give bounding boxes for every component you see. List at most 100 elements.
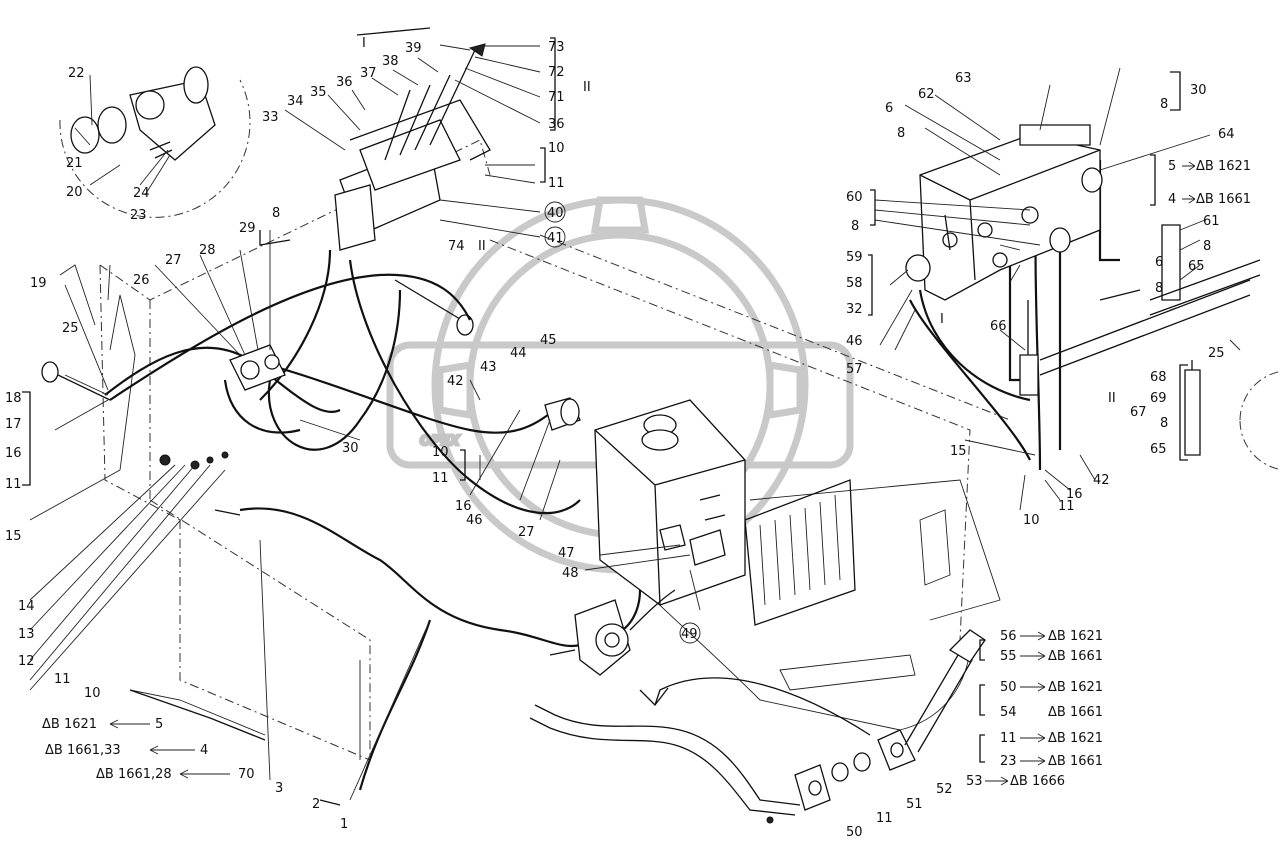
leader-lines [29, 44, 1241, 801]
callout-72: 72 [548, 65, 565, 80]
filter-assembly [544, 397, 581, 431]
callout-37: 37 [360, 66, 377, 81]
callout-db1621-right: ΔB 1621 [1196, 159, 1251, 174]
callout-II-top: II [583, 80, 591, 95]
callout-62: 62 [918, 87, 935, 102]
callout-16-mid: 16 [455, 499, 472, 514]
callout-57: 57 [846, 362, 863, 377]
callout-51: 51 [906, 797, 923, 812]
callout-41: 41 [547, 231, 564, 246]
callout-59: 59 [846, 250, 863, 265]
callout-42-right: 42 [1093, 473, 1110, 488]
callout-52: 52 [936, 782, 953, 797]
callout-17: 17 [5, 417, 22, 432]
callout-30-mid: 30 [342, 441, 359, 456]
callout-45: 45 [540, 333, 557, 348]
arrow-marks [109, 161, 1196, 786]
callout-12: 12 [18, 654, 35, 669]
callout-5-left: 5 [155, 717, 163, 732]
callout-db1661-23: ΔB 1661 [1048, 754, 1103, 769]
callout-5-right: 5 [1168, 159, 1176, 174]
callout-10-mid: 10 [432, 445, 449, 460]
callout-35: 35 [310, 85, 327, 100]
callout-64: 64 [1218, 127, 1235, 142]
callout-db1661-right: ΔB 1661 [1196, 192, 1251, 207]
callout-db1621-50: ΔB 1621 [1048, 680, 1103, 695]
callout-db1661-54: ΔB 1661 [1048, 705, 1103, 720]
callout-4-right: 4 [1168, 192, 1176, 207]
callout-3: 3 [275, 781, 283, 796]
callout-29: 29 [239, 221, 256, 236]
callout-11-handle: 11 [1000, 731, 1017, 746]
callout-db1621-56: ΔB 1621 [1048, 629, 1103, 644]
callout-1: 1 [340, 817, 348, 832]
circled-callout-rings [544, 201, 701, 644]
callout-18: 18 [5, 391, 22, 406]
callout-I-right: I [940, 312, 944, 327]
callout-42-mid: 42 [447, 374, 464, 389]
callout-25: 25 [62, 321, 79, 336]
callout-68: 68 [1150, 370, 1167, 385]
callout-65-detail: 65 [1150, 442, 1167, 457]
callout-73: 73 [548, 40, 565, 55]
callout-67: 67 [1130, 405, 1147, 420]
callout-60: 60 [846, 190, 863, 205]
vehicle-body-outline [99, 139, 1011, 761]
callout-15-right: 15 [950, 444, 967, 459]
callout-25-right: 25 [1208, 346, 1225, 361]
callout-II-mid: II [478, 239, 486, 254]
hydraulic-cylinders [1019, 224, 1261, 396]
callout-38: 38 [382, 54, 399, 69]
callout-46-mid: 46 [466, 513, 483, 528]
callout-33: 33 [262, 110, 279, 125]
hydraulic-hoses [104, 160, 1120, 791]
callout-14: 14 [18, 599, 35, 614]
callout-I-top: I [362, 36, 366, 51]
callout-6-right2: 6 [1155, 255, 1163, 270]
callout-13: 13 [18, 627, 35, 642]
callout-28: 28 [199, 243, 216, 258]
callout-6-right: 6 [885, 101, 893, 116]
radiator-grille [744, 479, 856, 626]
callout-30-right: 30 [1190, 83, 1207, 98]
callout-11-top: 11 [548, 176, 565, 191]
callout-11-low: 11 [54, 672, 71, 687]
callout-8-right3: 8 [1155, 281, 1163, 296]
callout-11-bottom: 11 [876, 811, 893, 826]
part-callouts: 22 21 20 24 23 19 25 26 27 28 29 8 33 34… [5, 36, 1251, 840]
callout-66: 66 [990, 319, 1007, 334]
callout-74: 74 [448, 239, 465, 254]
callout-50-bottom: 50 [846, 825, 863, 840]
callout-8-right2: 8 [1160, 97, 1168, 112]
callout-36: 36 [336, 75, 353, 90]
callout-24: 24 [133, 186, 150, 201]
callout-22: 22 [68, 66, 85, 81]
callout-16: 16 [5, 446, 22, 461]
callout-db1621-11: ΔB 1621 [1048, 731, 1103, 746]
callout-40: 40 [547, 206, 564, 221]
callout-16-right: 16 [1066, 487, 1083, 502]
ring-22-part [70, 116, 100, 154]
callout-56: 56 [1000, 629, 1017, 644]
callout-II-right: II [1108, 391, 1116, 406]
callout-49: 49 [681, 627, 698, 642]
callout-15-left: 15 [5, 529, 22, 544]
callout-db1661-33: ΔB 1661,33 [45, 743, 121, 758]
callout-8-v61: 8 [1203, 239, 1211, 254]
callout-65: 65 [1188, 259, 1205, 274]
callout-69: 69 [1150, 391, 1167, 406]
callout-27: 27 [165, 253, 182, 268]
callout-db1661-55: ΔB 1661 [1048, 649, 1103, 664]
callout-39: 39 [405, 41, 422, 56]
distributor-valve-block [905, 124, 1103, 301]
callout-23: 23 [130, 208, 147, 223]
hydraulic-pump [549, 589, 676, 676]
control-valve-block [334, 43, 491, 251]
callout-20: 20 [66, 185, 83, 200]
callout-27-mid: 27 [518, 525, 535, 540]
callout-71: 71 [548, 90, 565, 105]
callout-43: 43 [480, 360, 497, 375]
callout-db1661-28: ΔB 1661,28 [96, 767, 172, 782]
bracket-detail-circle [59, 66, 251, 218]
